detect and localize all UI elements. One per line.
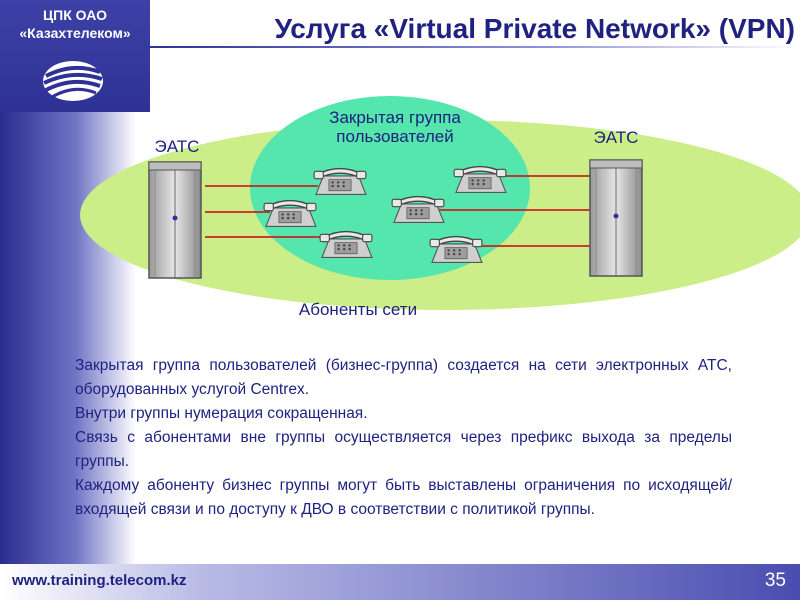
exchange-left-label: ЭАТС [145, 137, 209, 156]
exchange-cabinet-icon [590, 160, 642, 276]
closed-group-label: Закрытая группа пользователей [310, 108, 480, 146]
telephone-icon [264, 201, 316, 227]
telephone-icon [430, 237, 482, 263]
paragraph-4: Каждому абоненту бизнес группы могут быт… [75, 474, 732, 522]
exchange-cabinet-icon [149, 162, 201, 278]
telephone-icon [454, 167, 506, 193]
closed-group-label-line-2: пользователей [336, 127, 453, 146]
paragraph-1: Закрытая группа пользователей (бизнес-гр… [75, 354, 732, 402]
telephone-icon [392, 197, 444, 223]
network-subscribers-label: Абоненты сети [275, 300, 441, 319]
page-number: 35 [765, 570, 786, 592]
closed-group-label-line-1: Закрытая группа [329, 108, 461, 127]
paragraph-2: Внутри группы нумерация сокращенная. [75, 402, 732, 426]
footer-url-link[interactable]: www.training.telecom.kz [12, 572, 186, 589]
description-text: Закрытая группа пользователей (бизнес-гр… [75, 354, 732, 522]
exchange-right-label: ЭАТС [584, 128, 648, 147]
telephone-icon [314, 169, 366, 195]
telephone-icon [320, 232, 372, 258]
paragraph-3: Связь с абонентами вне группы осуществля… [75, 426, 732, 474]
